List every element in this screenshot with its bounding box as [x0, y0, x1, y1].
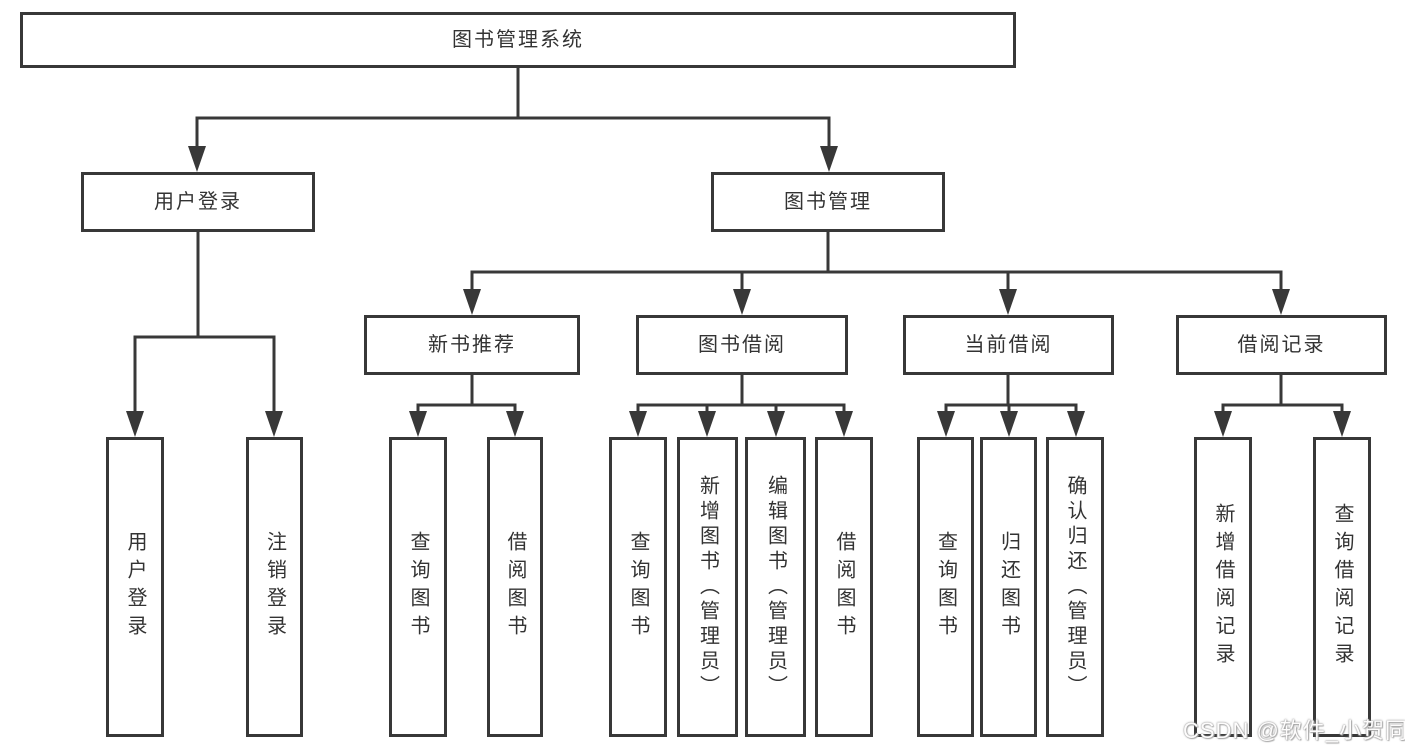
node-root: 图书管理系统 [20, 12, 1016, 68]
leaf-recommend-query-books: 查询图书 [389, 437, 447, 737]
leaf-borrowing-edit-books-admin: 编辑图书（管理员） [745, 437, 806, 737]
node-current-borrowing: 当前借阅 [903, 315, 1114, 375]
leaf-records-query-borrow-record: 查询借阅记录 [1313, 437, 1371, 737]
leaf-borrowing-add-books-admin: 新增图书（管理员） [677, 437, 738, 737]
leaf-current-confirm-return-admin: 确认归还（管理员） [1046, 437, 1104, 737]
leaf-recommend-borrow-books: 借阅图书 [487, 437, 543, 737]
leaf-records-add-borrow-record: 新增借阅记录 [1194, 437, 1252, 737]
node-book-management: 图书管理 [711, 172, 945, 232]
csdn-watermark: CSDN @软件_小贺同学 [1183, 718, 1405, 743]
leaf-logout-login: 注销登录 [246, 437, 303, 737]
leaf-borrowing-borrow-books: 借阅图书 [815, 437, 873, 737]
node-user-login: 用户登录 [81, 172, 315, 232]
node-book-borrowing: 图书借阅 [636, 315, 848, 375]
leaf-borrowing-query-books: 查询图书 [609, 437, 667, 737]
node-borrowing-records: 借阅记录 [1176, 315, 1387, 375]
leaf-current-query-books: 查询图书 [917, 437, 974, 737]
node-new-book-recommendation: 新书推荐 [364, 315, 580, 375]
leaf-current-return-books: 归还图书 [980, 437, 1037, 737]
leaf-user-login: 用户登录 [106, 437, 164, 737]
